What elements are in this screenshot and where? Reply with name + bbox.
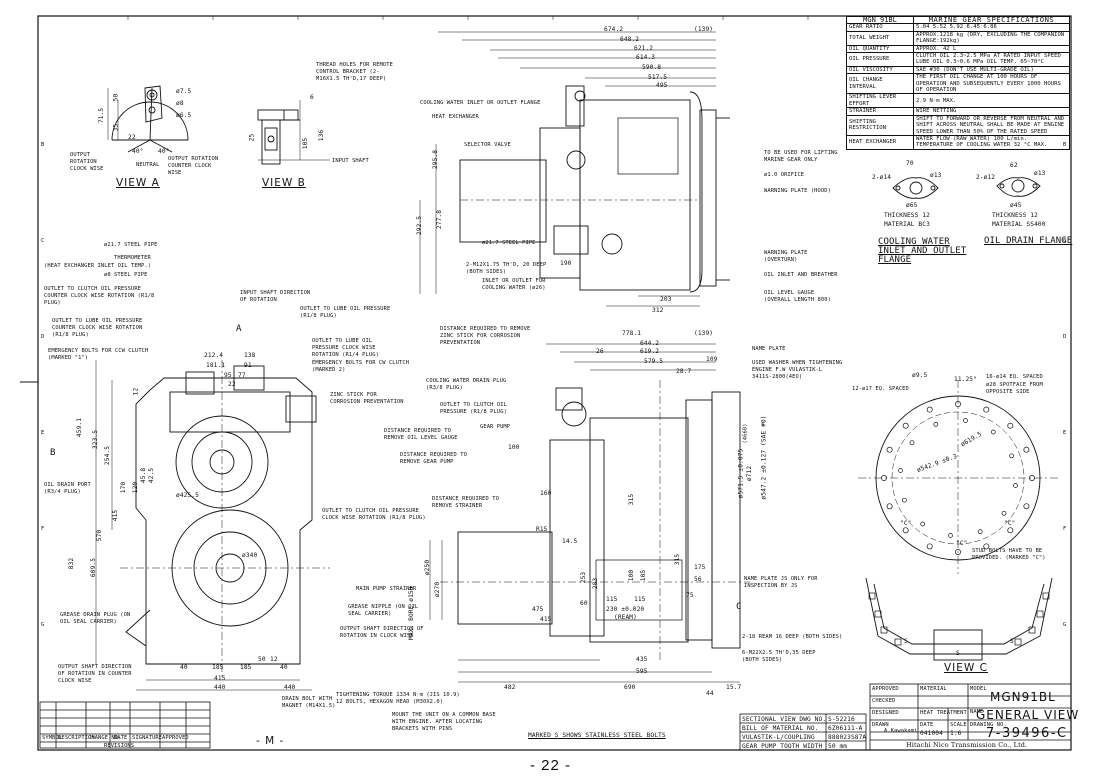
- title-drawing-number: 7-39496-C: [986, 726, 1068, 741]
- cooling-flange-title: COOLING WATER INLET AND OUTLET FLANGE: [878, 237, 967, 265]
- bracket-bolt: [1042, 592, 1050, 600]
- oil-drain-flange: [996, 177, 1041, 197]
- bracket-bolt: [1028, 626, 1036, 634]
- bolt-hole: [881, 475, 887, 481]
- bolt-hole: [983, 406, 990, 413]
- bolt-hole: [926, 406, 933, 413]
- bolt-hole: [1007, 527, 1014, 534]
- front-view-gearbox: [95, 360, 330, 691]
- title-name: GENERAL VIEW: [976, 708, 1080, 722]
- view-c-flange: [858, 380, 1058, 661]
- bolt-hole: [1023, 446, 1030, 453]
- drain-flange-title: OIL DRAIN FLANGE: [984, 236, 1073, 246]
- bolt-hole: [1029, 475, 1035, 481]
- bolt-hole: [886, 503, 893, 510]
- stud-bolt-hole: [898, 468, 903, 473]
- stud-bolt-hole: [1001, 510, 1007, 516]
- stud-bolt-hole: [1013, 483, 1018, 488]
- stud-bolt-hole: [909, 440, 915, 446]
- title-block-lines: [39, 683, 1072, 751]
- view-b-input-shaft: INPUT SHAFT: [332, 158, 369, 164]
- marine-gear-spec-table: MGN 91BL MARINE GEAR SPECIFICATIONS GEAR…: [846, 16, 1070, 150]
- spec-model: MGN 91BL: [846, 15, 914, 25]
- stud-bolt-hole: [933, 422, 939, 427]
- view-b-title: VIEW B: [262, 177, 306, 189]
- bolt-hole: [902, 527, 909, 534]
- company-name: Hitachi Nico Transmission Co., Ltd.: [906, 741, 1028, 749]
- page-number: - 22 -: [530, 757, 572, 774]
- stud-bolt-hole: [1009, 453, 1014, 459]
- bolt-hole: [1023, 503, 1030, 510]
- top-view-gearbox: [419, 31, 730, 307]
- bracket-bolt: [1036, 610, 1044, 618]
- view-a-output-cw: OUTPUT ROTATION CLOCK WISE: [70, 152, 104, 172]
- view-b-bracket: [257, 100, 330, 165]
- stud-bolt-hole: [990, 429, 996, 435]
- stud-bolt-hole: [902, 497, 907, 503]
- stud-bolt-hole: [948, 533, 953, 538]
- bolt-hole: [886, 446, 893, 453]
- stud-bolt-hole: [963, 418, 968, 423]
- spec-heading: MARINE GEAR SPECIFICATIONS: [913, 16, 1070, 25]
- stud-bolt-hole: [920, 521, 926, 527]
- bracket-bolt: [894, 638, 902, 646]
- view-a-title: VIEW A: [116, 177, 160, 189]
- bolt-hole: [955, 549, 961, 555]
- bolt-hole: [983, 543, 990, 550]
- view-b-thread-note: THREAD HOLES FOR REMOTE CONTROL BRACKET …: [316, 62, 393, 82]
- cooling-water-flange: [892, 177, 939, 199]
- title-model: MGN91BL: [990, 690, 1056, 704]
- side-view-gearbox: [429, 343, 750, 683]
- section-marker-m: - M -: [256, 735, 285, 747]
- bolt-hole: [902, 422, 909, 429]
- bolt-hole: [926, 543, 933, 550]
- view-a-neutral: NEUTRAL: [136, 162, 160, 168]
- stainless-note: MARKED S SHOWS STAINLESS STEEL BOLTS: [528, 732, 666, 739]
- bracket-bolt: [874, 610, 882, 618]
- bolt-hole: [1007, 422, 1014, 429]
- stud-bolt-hole: [977, 529, 983, 534]
- bolt-hole: [955, 401, 961, 407]
- bracket-bolt: [868, 592, 876, 600]
- bracket-bolt: [1014, 638, 1022, 646]
- view-a-output-ccw: OUTPUT ROTATION COUNTER CLOCK WISE: [168, 156, 219, 176]
- bracket-bolt: [880, 626, 888, 634]
- view-c-title: VIEW C: [944, 662, 988, 674]
- sheet-border: [37, 15, 1072, 751]
- view-a-lever: [107, 85, 189, 153]
